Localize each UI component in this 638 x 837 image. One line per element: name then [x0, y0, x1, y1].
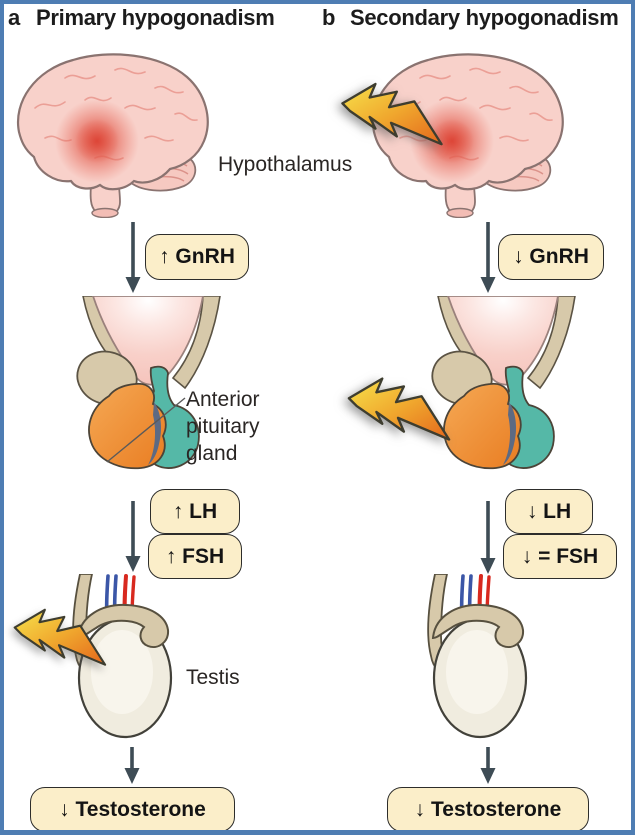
gnrh-badge-b: ↓ GnRH: [498, 234, 604, 280]
testosterone-badge-b: ↓ Testosterone: [387, 787, 589, 832]
lh-badge-a: ↑ LH: [150, 489, 240, 534]
testis-illustration-b: [377, 574, 547, 752]
lightning-bolt-pituitary-icon: [343, 376, 453, 446]
panel-b-letter: b: [322, 5, 336, 30]
gnrh-arrow-a: [125, 222, 141, 293]
panel-a-letter: a: [8, 5, 21, 30]
gnrh-arrow-b: [480, 222, 496, 293]
lightning-bolt-testis-icon: [8, 608, 110, 670]
panel-b-title: Secondary hypogonadism: [350, 5, 619, 30]
hypothalamus-label: Hypothalamus: [218, 153, 353, 176]
testis-label: Testis: [186, 666, 240, 689]
fsh-badge-b: ↓ = FSH: [503, 534, 617, 579]
brain-illustration-a: [5, 48, 220, 218]
anterior-pituitary-pointer-line: [106, 397, 186, 463]
anterior-pituitary-label: Anterior pituitary gland: [186, 388, 260, 465]
fsh-badge-a: ↑ FSH: [148, 534, 242, 579]
testosterone-badge-a: ↓ Testosterone: [30, 787, 235, 832]
lightning-bolt-hypothalamus-icon: [336, 82, 446, 150]
lh-badge-b: ↓ LH: [505, 489, 593, 534]
lh-fsh-arrow-a: [125, 501, 141, 572]
testosterone-arrow-b: [480, 747, 496, 784]
panel-a-title: Primary hypogonadism: [36, 5, 275, 30]
lh-fsh-arrow-b: [480, 501, 496, 574]
testosterone-arrow-a: [124, 747, 140, 784]
gnrh-badge-a: ↑ GnRH: [145, 234, 249, 280]
